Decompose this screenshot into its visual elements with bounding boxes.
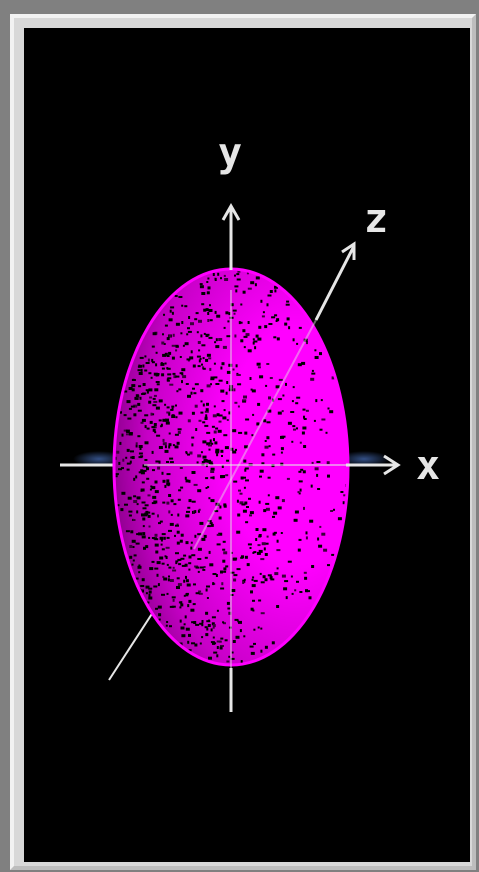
coordinate-scene: y z x — [24, 28, 470, 862]
x-axis-label: x — [416, 443, 440, 489]
render-viewport: y z x — [24, 28, 470, 862]
z-axis-line-front — [316, 246, 354, 320]
y-axis-label: y — [218, 130, 242, 176]
z-axis-label: z — [364, 196, 388, 242]
